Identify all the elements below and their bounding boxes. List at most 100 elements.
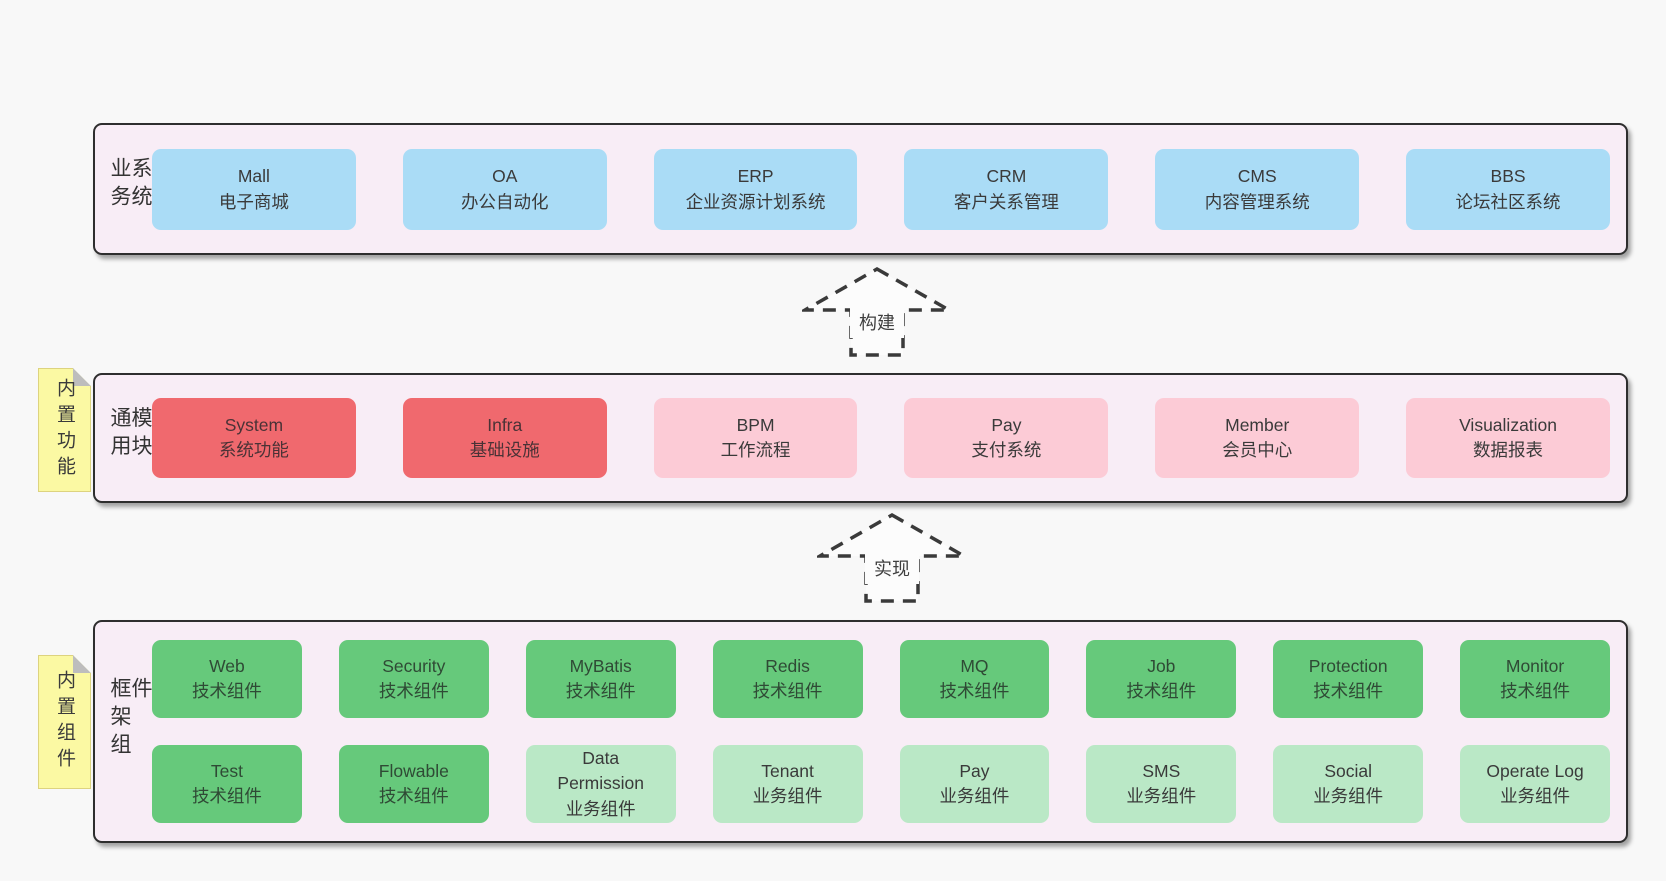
box-desc: 技术组件 <box>752 681 823 701</box>
box-desc: 技术组件 <box>1313 681 1384 701</box>
box-name: Web <box>209 655 245 676</box>
box-sms: SMS 业务组件 <box>1086 745 1237 823</box>
box-name: Mall <box>237 166 270 187</box>
arrow-label-bg <box>865 552 919 584</box>
box-name: MQ <box>960 655 989 676</box>
sticky-note-builtin-features: 内置功能 <box>38 368 91 492</box>
box-test: Test 技术组件 <box>152 745 302 823</box>
box-name: System <box>224 414 284 435</box>
box-flowable: Flowable 技术组件 <box>338 745 489 823</box>
box-desc: 系统功能 <box>218 440 289 460</box>
arrow-label-bg <box>850 306 904 338</box>
section-common-modules: 通用模块 System 系统功能 Infra 基础设施 BPM 工作流程 Pay… <box>93 373 1628 503</box>
box-desc: 内容管理系统 <box>1204 191 1310 212</box>
box-desc: 技术组件 <box>1500 681 1571 701</box>
box-name: CMS <box>1237 166 1277 187</box>
section-framework-components: 框架组件 Web 技术组件 Security 技术组件 MyBatis 技术组件… <box>93 620 1628 843</box>
section-business-systems: 业务系统 Mall 电子商城 OA 办公自动化 ERP 企业资源计划系统 CRM… <box>93 123 1628 255</box>
box-desc: 办公自动化 <box>460 191 549 212</box>
box-name: Protection <box>1308 655 1388 676</box>
sticky-note-builtin-components: 内置组件 <box>38 655 91 789</box>
box-monitor: Monitor 技术组件 <box>1460 640 1610 718</box>
box-desc: 基础设施 <box>469 440 540 460</box>
sticky-corner-cut <box>73 655 91 673</box>
box-name: Pay <box>991 414 1022 435</box>
box-security: Security 技术组件 <box>338 640 489 718</box>
box-name: Test <box>210 760 243 781</box>
box-desc: 业务组件 <box>565 798 636 819</box>
box-desc: 电子商城 <box>218 191 289 212</box>
box-operate-log: Operate Log 业务组件 <box>1460 745 1610 823</box>
box-name: Flowable <box>378 760 449 781</box>
box-name: Visualization <box>1459 414 1558 435</box>
box-visualization: Visualization 数据报表 <box>1406 398 1610 478</box>
components-box-row-2: Test 技术组件 Flowable 技术组件 Data Permission … <box>152 745 1610 823</box>
sticky-label: 内置功能 <box>54 378 75 482</box>
box-crm: CRM 客户关系管理 <box>904 149 1109 230</box>
section-label-modules: 通用模块 <box>108 406 152 463</box>
arrow-label: 实现 <box>874 559 910 579</box>
box-name: CRM <box>986 166 1027 187</box>
sticky-corner-cut <box>73 368 91 386</box>
box-mall: Mall 电子商城 <box>152 149 356 230</box>
box-desc: 技术组件 <box>191 786 262 806</box>
box-system: System 系统功能 <box>152 398 356 478</box>
box-name: Social <box>1324 760 1373 781</box>
box-name: Operate Log <box>1486 760 1584 781</box>
box-desc: 工作流程 <box>720 440 791 460</box>
box-name: Data Permission <box>557 747 644 794</box>
box-mq: MQ 技术组件 <box>899 640 1050 718</box>
box-web: Web 技术组件 <box>152 640 302 718</box>
box-member: Member 会员中心 <box>1155 398 1360 478</box>
box-desc: 论坛社区系统 <box>1455 191 1561 212</box>
box-desc: 业务组件 <box>1313 786 1384 806</box>
components-box-row-1: Web 技术组件 Security 技术组件 MyBatis 技术组件 Redi… <box>152 640 1610 718</box>
box-redis: Redis 技术组件 <box>712 640 863 718</box>
box-tenant: Tenant 业务组件 <box>712 745 863 823</box>
box-desc: 技术组件 <box>191 681 262 701</box>
box-desc: 企业资源计划系统 <box>685 191 826 212</box>
box-erp: ERP 企业资源计划系统 <box>653 149 858 230</box>
arrow-implement-up: 实现 <box>817 512 967 603</box>
box-bpm: BPM 工作流程 <box>653 398 858 478</box>
box-desc: 业务组件 <box>1126 786 1197 806</box>
box-desc: 客户关系管理 <box>953 191 1059 212</box>
business-box-row: Mall 电子商城 OA 办公自动化 ERP 企业资源计划系统 CRM 客户关系… <box>152 149 1610 230</box>
sticky-label: 内置组件 <box>54 670 75 774</box>
box-name: Member <box>1225 414 1290 435</box>
box-name: MyBatis <box>569 655 632 676</box>
box-name: Infra <box>487 414 523 435</box>
box-desc: 业务组件 <box>939 786 1010 806</box>
box-desc: 技术组件 <box>565 681 636 701</box>
box-desc: 技术组件 <box>1126 681 1197 701</box>
box-name: Pay <box>959 760 990 781</box>
box-name: ERP <box>737 166 774 187</box>
box-social: Social 业务组件 <box>1273 745 1424 823</box>
box-name: Security <box>382 655 446 676</box>
modules-box-row: System 系统功能 Infra 基础设施 BPM 工作流程 Pay 支付系统… <box>152 398 1610 478</box>
box-desc: 技术组件 <box>378 786 449 806</box>
box-pay-system: Pay 支付系统 <box>904 398 1109 478</box>
box-mybatis: MyBatis 技术组件 <box>525 640 676 718</box>
box-pay-component: Pay 业务组件 <box>899 745 1050 823</box>
box-name: Redis <box>765 655 810 676</box>
section-label-components: 框架组件 <box>108 676 152 761</box>
box-name: SMS <box>1142 760 1181 781</box>
box-desc: 支付系统 <box>971 440 1042 460</box>
box-desc: 技术组件 <box>378 681 449 701</box>
arrow-build-up: 构建 <box>802 266 952 357</box>
section-label-business: 业务系统 <box>108 157 152 213</box>
box-name: Monitor <box>1505 655 1565 676</box>
box-data-permission: Data Permission 业务组件 <box>525 745 676 823</box>
box-name: Job <box>1147 655 1176 676</box>
box-infra: Infra 基础设施 <box>402 398 607 478</box>
box-desc: 业务组件 <box>1500 786 1571 806</box>
box-cms: CMS 内容管理系统 <box>1155 149 1360 230</box>
box-desc: 技术组件 <box>939 681 1010 701</box>
box-name: BPM <box>736 414 775 435</box>
box-name: OA <box>492 166 518 187</box>
box-name: Tenant <box>761 760 814 781</box>
box-protection: Protection 技术组件 <box>1273 640 1424 718</box>
box-desc: 数据报表 <box>1473 440 1544 460</box>
